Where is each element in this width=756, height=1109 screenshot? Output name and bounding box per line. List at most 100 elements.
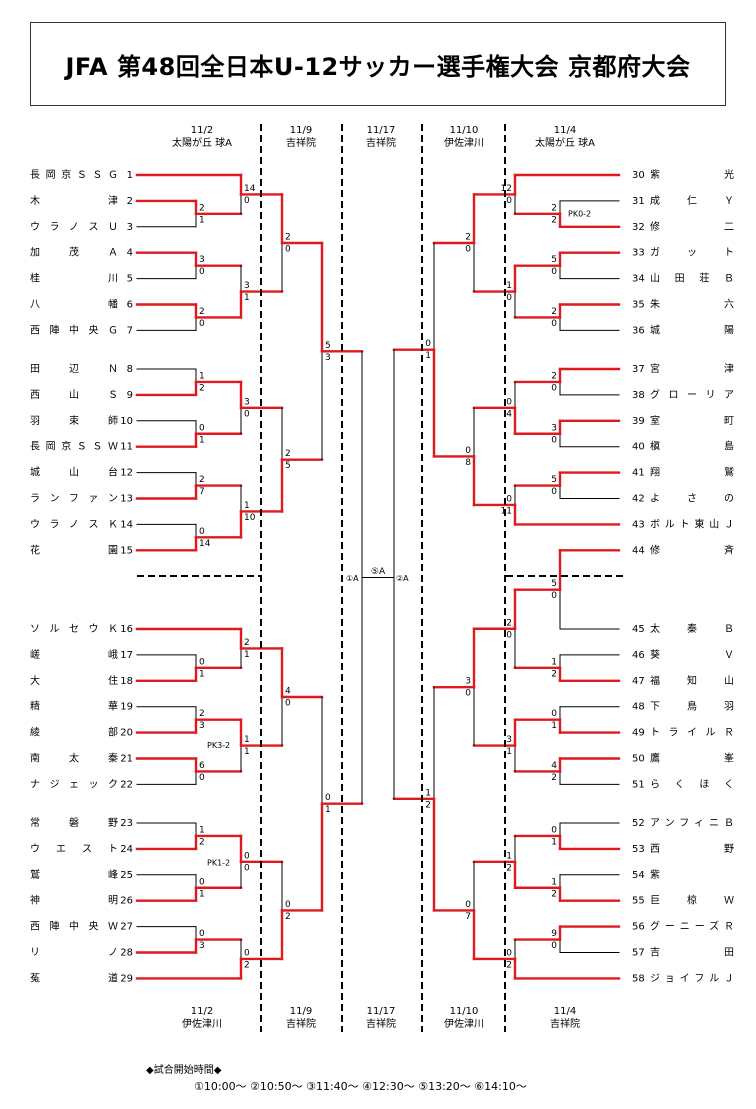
team-number-left: 14 bbox=[120, 519, 133, 530]
team-name-right: らくほく bbox=[650, 778, 734, 790]
score: 3 bbox=[465, 677, 471, 687]
team-name-left: 八幡 bbox=[30, 298, 118, 311]
score: 1 bbox=[244, 293, 250, 303]
score: 3 bbox=[199, 721, 205, 731]
score: 14 bbox=[199, 539, 211, 549]
score: 0 bbox=[199, 423, 205, 433]
score: 0 bbox=[551, 709, 557, 719]
team-number-right: 36 bbox=[632, 325, 645, 336]
score: 3 bbox=[244, 281, 250, 291]
team-number-left: 1 bbox=[127, 170, 133, 181]
team-name-left: ウラノスＫ bbox=[30, 518, 118, 530]
team-number-right: 57 bbox=[632, 948, 645, 959]
score: 4 bbox=[285, 686, 291, 696]
venue-header: 太陽が丘 球A bbox=[535, 136, 595, 149]
score: 1 bbox=[506, 851, 512, 861]
team-name-left: 菟道 bbox=[30, 971, 118, 984]
team-name-left: ウエスト bbox=[30, 843, 118, 855]
team-name-right: 朱六 bbox=[650, 299, 734, 311]
score: 3 bbox=[244, 397, 250, 407]
score: 0 bbox=[285, 698, 291, 708]
score: 1 bbox=[506, 281, 512, 291]
score: 0 bbox=[506, 630, 512, 640]
score: 2 bbox=[199, 709, 205, 719]
score: 2 bbox=[506, 618, 512, 628]
score: 0 bbox=[285, 244, 291, 254]
team-number-right: 49 bbox=[632, 728, 645, 739]
score: 1 bbox=[199, 825, 205, 835]
team-name-right: 吉田 bbox=[650, 947, 734, 959]
venue-header: 太陽が丘 球A bbox=[172, 136, 232, 149]
team-name-left: ソルセウＫ bbox=[30, 623, 118, 635]
score: 2 bbox=[551, 307, 557, 317]
team-number-left: 3 bbox=[127, 222, 133, 233]
team-name-right: 鷹峯 bbox=[650, 752, 734, 765]
score: 2 bbox=[199, 475, 205, 485]
team-number-left: 9 bbox=[127, 390, 133, 401]
score: 0 bbox=[244, 851, 250, 861]
team-number-left: 23 bbox=[120, 818, 133, 829]
team-number-right: 43 bbox=[632, 519, 645, 530]
venue-footer: 伊佐津川 bbox=[182, 1018, 222, 1030]
score: 1 bbox=[506, 747, 512, 757]
date-footer: 11/10 bbox=[450, 1006, 479, 1017]
final-label-center: ⑤A bbox=[371, 567, 386, 577]
team-name-right: 室町 bbox=[650, 414, 734, 427]
score: 5 bbox=[551, 255, 557, 265]
score: 2 bbox=[285, 912, 291, 922]
score: 0 bbox=[199, 319, 205, 329]
date-header: 11/10 bbox=[450, 125, 479, 136]
score: 0 bbox=[199, 877, 205, 887]
team-number-right: 44 bbox=[632, 545, 645, 556]
team-number-right: 54 bbox=[632, 870, 645, 881]
score: 2 bbox=[199, 383, 205, 393]
score: 0 bbox=[551, 591, 557, 601]
team-name-right: グローリア bbox=[650, 388, 734, 401]
team-name-right: ジョイフルＪ bbox=[650, 973, 734, 984]
score: 0 bbox=[506, 293, 512, 303]
team-number-right: 46 bbox=[632, 650, 645, 661]
score: 2 bbox=[244, 638, 250, 648]
team-name-left: 精華 bbox=[30, 700, 118, 713]
team-number-left: 20 bbox=[120, 728, 133, 739]
score: 0 bbox=[506, 196, 512, 206]
team-name-right: 福知山 bbox=[650, 674, 734, 687]
legend-times: ①10:00～ ②10:50～ ③11:40～ ④12:30～ ⑤13:20～ … bbox=[194, 1080, 527, 1093]
team-name-left: 嵯峨 bbox=[30, 648, 118, 661]
team-name-right: 宮津 bbox=[650, 362, 734, 375]
score: 1 bbox=[551, 657, 557, 667]
team-name-right: 山田荘Ｂ bbox=[650, 273, 734, 285]
score: 0 bbox=[551, 825, 557, 835]
venue-footer: 吉祥院 bbox=[550, 1017, 580, 1030]
score: 2 bbox=[199, 837, 205, 847]
team-name-left: 木津 bbox=[30, 195, 118, 207]
score: 0 bbox=[506, 948, 512, 958]
team-number-right: 45 bbox=[632, 624, 645, 635]
score: 2 bbox=[506, 863, 512, 873]
team-number-left: 11 bbox=[120, 442, 133, 453]
score: 0 bbox=[506, 494, 512, 504]
team-number-right: 52 bbox=[632, 818, 645, 829]
date-footer: 11/4 bbox=[554, 1006, 576, 1017]
team-number-left: 7 bbox=[127, 325, 133, 336]
team-name-right: ボルト東山Ｊ bbox=[650, 517, 734, 530]
score: 0 bbox=[199, 527, 205, 537]
score: 7 bbox=[465, 912, 471, 922]
date-header: 11/4 bbox=[554, 125, 576, 136]
score: 8 bbox=[465, 458, 471, 468]
date-footer: 11/9 bbox=[290, 1006, 312, 1017]
score: 2 bbox=[551, 203, 557, 213]
team-name-right: 修二 bbox=[650, 220, 734, 233]
score: 0 bbox=[506, 397, 512, 407]
team-name-right: 紫 bbox=[650, 869, 660, 881]
score: 0 bbox=[551, 487, 557, 497]
team-number-left: 29 bbox=[120, 973, 133, 984]
score: 0 bbox=[551, 383, 557, 393]
score: 1 bbox=[425, 788, 431, 798]
team-name-left: ナジェック bbox=[30, 778, 118, 790]
team-number-left: 26 bbox=[120, 896, 133, 907]
score: 14 bbox=[244, 184, 256, 194]
score: 0 bbox=[551, 267, 557, 277]
score: 0 bbox=[551, 435, 557, 445]
